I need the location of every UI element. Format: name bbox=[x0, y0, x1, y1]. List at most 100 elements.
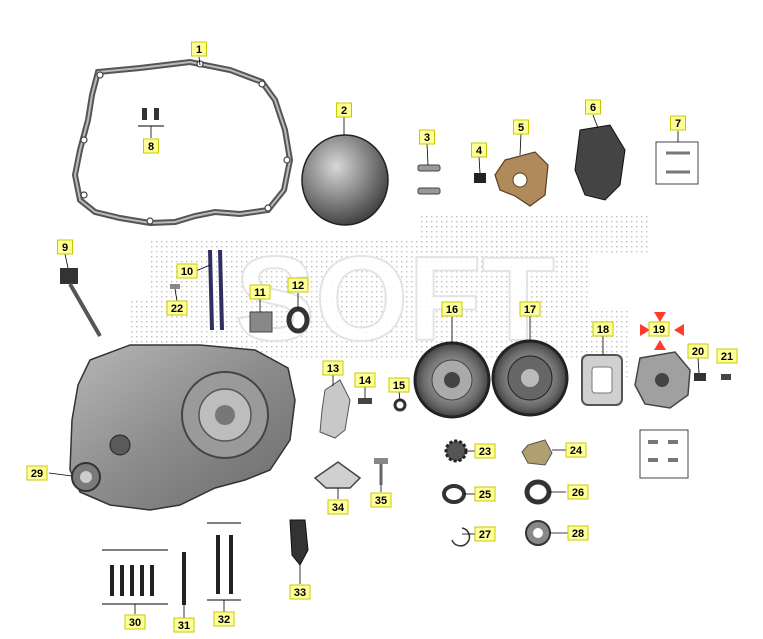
clutch-cover-dome bbox=[301, 134, 389, 226]
callout-34: 34 bbox=[327, 499, 349, 515]
callout-19: 19 bbox=[648, 321, 670, 337]
callout-21: 21 bbox=[716, 348, 738, 364]
callout-7: 7 bbox=[670, 115, 686, 131]
callout-number: 9 bbox=[62, 242, 68, 254]
callout-18: 18 bbox=[592, 321, 614, 337]
callout-22: 22 bbox=[166, 300, 188, 316]
callout-number: 2 bbox=[341, 105, 347, 117]
callout-number: 30 bbox=[129, 617, 141, 629]
bolt-set-32 bbox=[207, 522, 241, 601]
callout-number: 16 bbox=[446, 304, 458, 316]
callout-1: 1 bbox=[191, 41, 207, 57]
callout-26: 26 bbox=[567, 484, 589, 500]
callout-box bbox=[287, 277, 309, 293]
callout-8: 8 bbox=[143, 138, 159, 154]
callout-4: 4 bbox=[471, 142, 487, 158]
callout-box bbox=[565, 442, 587, 458]
callout-number: 11 bbox=[254, 287, 266, 299]
callout-29: 29 bbox=[26, 465, 48, 481]
callout-12: 12 bbox=[287, 277, 309, 293]
oil-dipstick bbox=[60, 268, 102, 337]
callout-box bbox=[166, 300, 188, 316]
callout-number: 8 bbox=[148, 141, 154, 153]
callout-box bbox=[327, 499, 349, 515]
callout-number: 24 bbox=[570, 445, 583, 457]
pin-4 bbox=[474, 173, 486, 183]
callout-2: 2 bbox=[336, 102, 352, 118]
callout-number: 32 bbox=[218, 614, 230, 626]
callout-number: 35 bbox=[375, 495, 387, 507]
washer-15 bbox=[393, 398, 407, 412]
callout-number: 28 bbox=[572, 528, 584, 540]
callout-box bbox=[441, 301, 463, 317]
callout-number: 10 bbox=[181, 266, 193, 278]
callout-32: 32 bbox=[213, 611, 235, 627]
callout-box bbox=[474, 486, 496, 502]
callout-31: 31 bbox=[173, 617, 195, 633]
gasket-outline bbox=[71, 58, 294, 227]
screw-35 bbox=[374, 458, 388, 485]
callout-number: 19 bbox=[653, 324, 665, 336]
watermark-text: SOFT bbox=[235, 232, 555, 366]
callout-17: 17 bbox=[519, 301, 541, 317]
callout-box bbox=[143, 138, 159, 154]
callout-box bbox=[592, 321, 614, 337]
callout-number: 4 bbox=[476, 145, 483, 157]
seal-25 bbox=[442, 484, 466, 504]
callout-25: 25 bbox=[474, 486, 496, 502]
callout-box bbox=[289, 584, 311, 600]
callout-number: 31 bbox=[178, 620, 190, 632]
callout-box bbox=[26, 465, 48, 481]
callout-5: 5 bbox=[513, 119, 529, 135]
leader-lines bbox=[48, 56, 700, 618]
callout-box bbox=[648, 321, 670, 337]
callout-33: 33 bbox=[289, 584, 311, 600]
callout-number: 25 bbox=[479, 489, 491, 501]
callout-number: 29 bbox=[31, 468, 43, 480]
callout-number: 26 bbox=[572, 487, 584, 499]
part-21 bbox=[721, 374, 731, 380]
callout-number: 34 bbox=[332, 502, 345, 514]
callout-box bbox=[716, 348, 738, 364]
callout-35: 35 bbox=[370, 492, 392, 508]
callout-30: 30 bbox=[124, 614, 146, 630]
callout-number: 14 bbox=[359, 375, 372, 387]
callout-number: 3 bbox=[424, 132, 430, 144]
callout-box bbox=[513, 119, 529, 135]
callout-3: 3 bbox=[419, 129, 435, 145]
callout-number: 21 bbox=[721, 351, 733, 363]
callout-number: 33 bbox=[294, 587, 306, 599]
gear-23 bbox=[444, 439, 468, 463]
callout-box bbox=[519, 301, 541, 317]
callout-box bbox=[567, 525, 589, 541]
clutch-lever bbox=[319, 379, 351, 439]
callout-box bbox=[191, 41, 207, 57]
seal-26 bbox=[524, 479, 552, 505]
bracket-33 bbox=[289, 519, 309, 566]
part-20 bbox=[694, 373, 706, 381]
callout-number: 22 bbox=[171, 303, 183, 315]
callout-number: 1 bbox=[196, 44, 202, 56]
callout-box bbox=[474, 526, 496, 542]
callout-16: 16 bbox=[441, 301, 463, 317]
bolt-set-box-7 bbox=[655, 141, 699, 185]
callout-number: 6 bbox=[590, 102, 596, 114]
callout-27: 27 bbox=[474, 526, 496, 542]
callout-20: 20 bbox=[687, 343, 709, 359]
callout-11: 11 bbox=[249, 284, 271, 300]
callout-box bbox=[670, 115, 686, 131]
callout-number: 13 bbox=[327, 363, 339, 375]
callout-box bbox=[213, 611, 235, 627]
callout-box bbox=[585, 99, 601, 115]
callout-6: 6 bbox=[585, 99, 601, 115]
callout-10: 10 bbox=[176, 263, 198, 279]
guide-rods bbox=[208, 249, 224, 331]
callout-box bbox=[322, 360, 344, 376]
gasket-holes bbox=[80, 60, 291, 225]
callout-number: 15 bbox=[393, 380, 405, 392]
callout-box bbox=[370, 492, 392, 508]
cover-screws bbox=[417, 164, 441, 195]
watermark-dots bbox=[130, 215, 650, 380]
